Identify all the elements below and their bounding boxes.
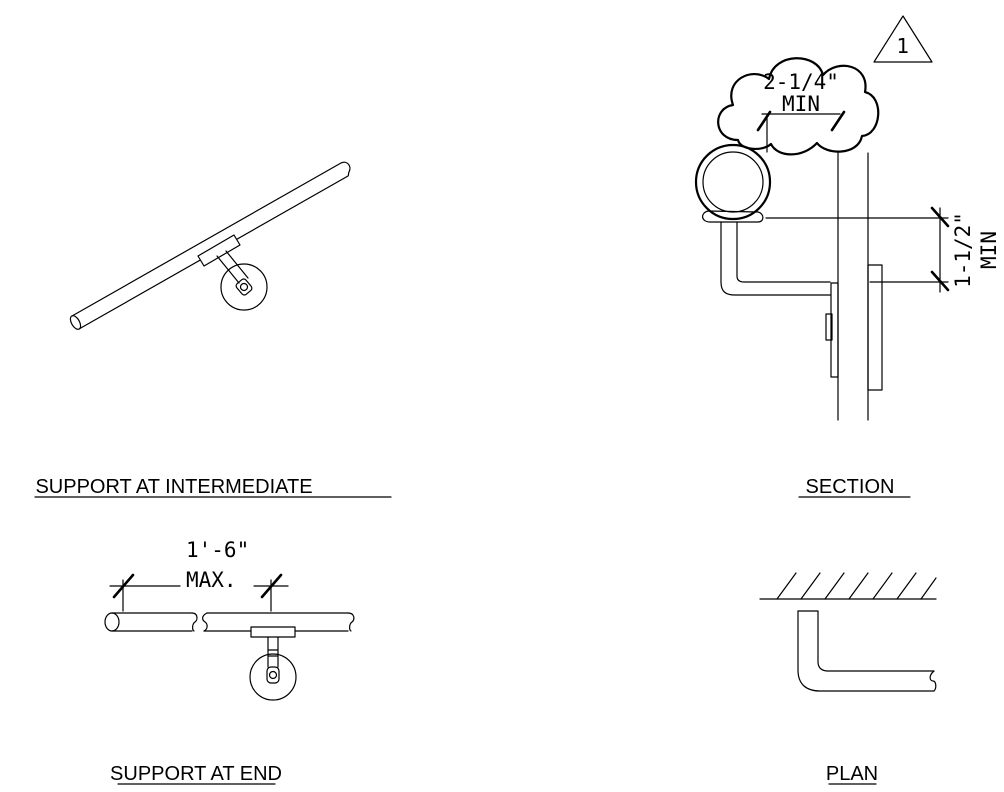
sloped-rail xyxy=(69,161,351,330)
spacing-dimension-qualifier: MAX. xyxy=(186,568,237,592)
height-dimension-value: 1-1/2" xyxy=(951,212,975,288)
end-bracket-saddle xyxy=(250,626,296,638)
revision-cloud xyxy=(717,57,880,156)
revision-triangle xyxy=(873,15,933,63)
rail-cross-section xyxy=(694,143,772,221)
spacing-dimension xyxy=(109,573,289,612)
clearance-dimension-qualifier: MIN xyxy=(782,92,820,116)
end-bracket-arm xyxy=(267,636,279,668)
caption-plan: PLAN xyxy=(826,763,878,785)
rail-return xyxy=(797,610,937,692)
revision-marker-text: 1 xyxy=(897,34,910,58)
wall-plate xyxy=(825,264,883,391)
caption-section: SECTION xyxy=(806,476,895,498)
height-dimension-qualifier: MIN xyxy=(977,231,1001,269)
wall-flange xyxy=(220,263,268,311)
wall xyxy=(837,152,869,421)
section-bracket xyxy=(702,210,831,296)
caption-end: SUPPORT AT END xyxy=(110,763,282,785)
end-support-view: 1'-6" MAX. xyxy=(104,538,355,701)
end-rail-left xyxy=(104,612,198,632)
wall-hatch xyxy=(759,572,937,600)
clearance-dimension-value: 2-1/4" xyxy=(763,70,839,94)
intermediate-support-view xyxy=(69,161,351,330)
end-wall-flange xyxy=(249,653,297,701)
spacing-dimension-value: 1'-6" xyxy=(186,538,249,562)
height-dimension xyxy=(765,206,950,293)
caption-intermediate: SUPPORT AT INTERMEDIATE xyxy=(35,476,312,498)
bracket-saddle xyxy=(197,234,241,267)
plan-view xyxy=(759,572,937,692)
section-view: 2-1/4" MIN 1 1-1/2" MIN xyxy=(694,15,1001,421)
